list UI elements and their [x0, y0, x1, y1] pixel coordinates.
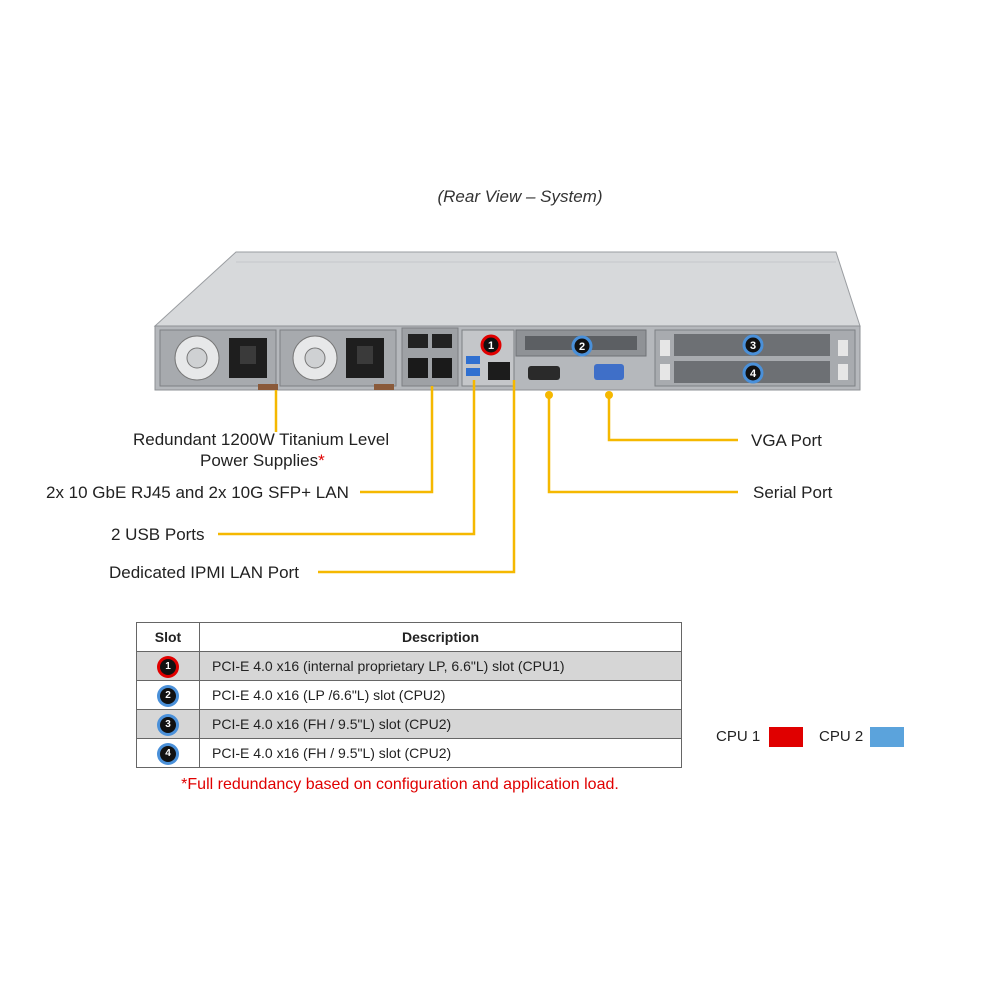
callout-psu-text: Power Supplies: [200, 451, 319, 470]
chassis-slot-badge-1: 1: [480, 334, 502, 356]
psu-asterisk: *: [318, 451, 325, 470]
table-row: 3 PCI-E 4.0 x16 (FH / 9.5"L) slot (CPU2): [136, 709, 682, 739]
rj45-port-icon: [408, 358, 428, 378]
usb-port-icon: [466, 356, 480, 364]
chassis-top-panel: [153, 251, 861, 327]
legend-cpu2-label: CPU 2: [819, 728, 864, 745]
sfp-port-icon: [432, 334, 452, 348]
callout-psu-label-line2: Power Supplies*: [200, 451, 325, 471]
slot-description: PCI-E 4.0 x16 (FH / 9.5"L) slot (CPU2): [199, 738, 682, 768]
table-row: 4 PCI-E 4.0 x16 (FH / 9.5"L) slot (CPU2): [136, 738, 682, 768]
table-header-row: Slot Description: [136, 622, 682, 652]
callout-line-serial: [547, 394, 738, 494]
callout-usb-label: 2 USB Ports: [111, 525, 205, 544]
svg-text:2: 2: [579, 341, 585, 353]
diagram-title: (Rear View – System): [437, 187, 603, 206]
callout-serial-label: Serial Port: [753, 483, 833, 502]
legend-cpu1-label: CPU 1: [716, 728, 761, 745]
rj45-port-icon: [432, 358, 452, 378]
slot-badge-3: 3: [160, 716, 176, 733]
svg-text:1: 1: [488, 340, 494, 352]
callout-vga-label: VGA Port: [751, 431, 822, 450]
callout-psu-label: Redundant 1200W Titanium Level: [133, 430, 390, 449]
power-supply-2: [279, 329, 397, 387]
slot-badge-1: 1: [160, 658, 176, 675]
footnote: *Full redundancy based on configuration …: [181, 776, 619, 793]
table-row: 1 PCI-E 4.0 x16 (internal proprietary LP…: [136, 651, 682, 681]
chassis-slot-badge-3: 3: [742, 334, 764, 356]
svg-text:4: 4: [750, 368, 757, 380]
chassis-slot-badge-2: 2: [571, 335, 593, 357]
callout-lines: [218, 380, 738, 574]
callout-ipmi-label: Dedicated IPMI LAN Port: [109, 563, 299, 582]
callout-line-usb: [218, 380, 476, 536]
slot-badge-2: 2: [160, 687, 176, 704]
chassis-slot-badge-4: 4: [742, 362, 764, 384]
server-rear-view: 1 2 3 4: [153, 251, 861, 574]
header-description: Description: [199, 622, 682, 652]
callout-lan-label: 2x 10 GbE RJ45 and 2x 10G SFP+ LAN: [46, 483, 349, 502]
slot-description: PCI-E 4.0 x16 (LP /6.6"L) slot (CPU2): [199, 680, 682, 710]
usb-port-icon: [466, 368, 480, 376]
legend-cpu1-swatch: [769, 727, 803, 747]
callout-line-lan: [360, 386, 434, 494]
legend-cpu2-swatch: [870, 727, 904, 747]
slot-description: PCI-E 4.0 x16 (FH / 9.5"L) slot (CPU2): [199, 709, 682, 739]
table-row: 2 PCI-E 4.0 x16 (LP /6.6"L) slot (CPU2): [136, 680, 682, 710]
vga-port-icon: [594, 364, 624, 380]
header-slot: Slot: [136, 622, 200, 652]
svg-text:3: 3: [750, 340, 756, 352]
callout-line-vga: [607, 394, 738, 442]
callout-line-ipmi: [318, 380, 516, 574]
serial-port-icon: [528, 366, 560, 380]
slot-description: PCI-E 4.0 x16 (internal proprietary LP, …: [199, 651, 682, 681]
slot-badge-4: 4: [160, 745, 176, 762]
sfp-port-icon: [408, 334, 428, 348]
power-supply-1: [159, 329, 277, 387]
slot-table: Slot Description 1 PCI-E 4.0 x16 (intern…: [136, 622, 682, 768]
ipmi-port-icon: [488, 362, 510, 380]
